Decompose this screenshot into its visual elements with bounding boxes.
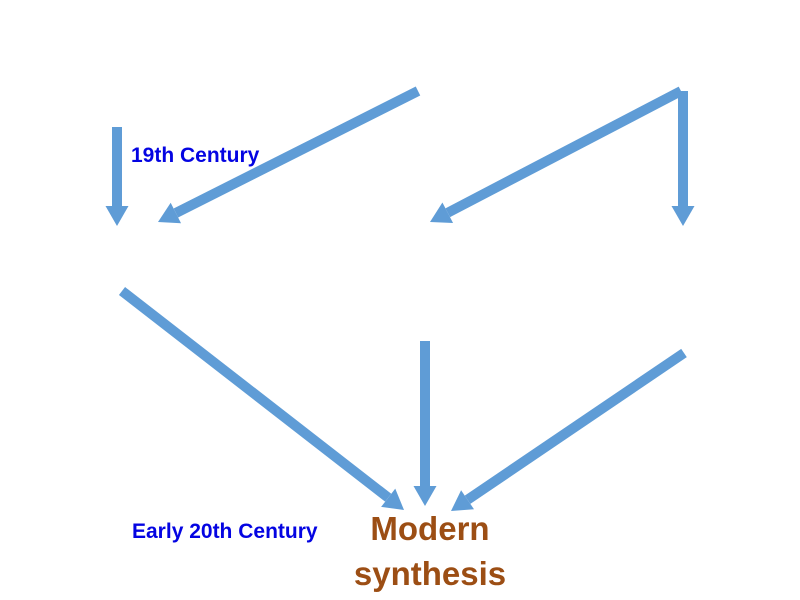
arrow-diagonal-right-to-modern-synthesis (451, 348, 687, 511)
arrow-diagonal-center-to-left-head (158, 202, 182, 224)
modern-synthesis-line1: Modern (370, 510, 490, 547)
arrow-diagonal-left-to-modern-synthesis-shaft (118, 287, 392, 502)
arrow-diagonal-right-to-center (430, 86, 684, 223)
arrow-diagonal-right-to-center-head (430, 202, 454, 223)
arrow-diagonal-right-to-modern-synthesis-head (451, 490, 475, 511)
arrow-vertical-center-to-modern-synthesis (413, 341, 437, 506)
arrow-diagonal-right-to-modern-synthesis-shaft (464, 348, 687, 504)
arrow-vertical-left-19th-century-head (105, 206, 129, 226)
modern-synthesis-line2: synthesis (353, 555, 507, 592)
arrow-diagonal-left-to-modern-synthesis-head (381, 488, 404, 510)
arrow-vertical-right-head (671, 206, 695, 226)
arrow-vertical-left-19th-century (105, 127, 129, 226)
arrow-vertical-center-to-modern-synthesis-head (413, 486, 437, 506)
arrow-diagonal-center-to-left (158, 86, 421, 224)
era-label-19th-century: 19th Century (131, 144, 260, 167)
modern-synthesis-label: Modern synthesis (328, 506, 532, 596)
arrow-diagonal-center-to-left-shaft (173, 86, 421, 218)
era-label-early-20th-century: Early 20th Century (132, 520, 318, 543)
arrow-vertical-right (671, 91, 695, 226)
arrow-diagonal-right-to-center-shaft (445, 86, 684, 218)
arrow-diagonal-left-to-modern-synthesis (118, 287, 404, 510)
